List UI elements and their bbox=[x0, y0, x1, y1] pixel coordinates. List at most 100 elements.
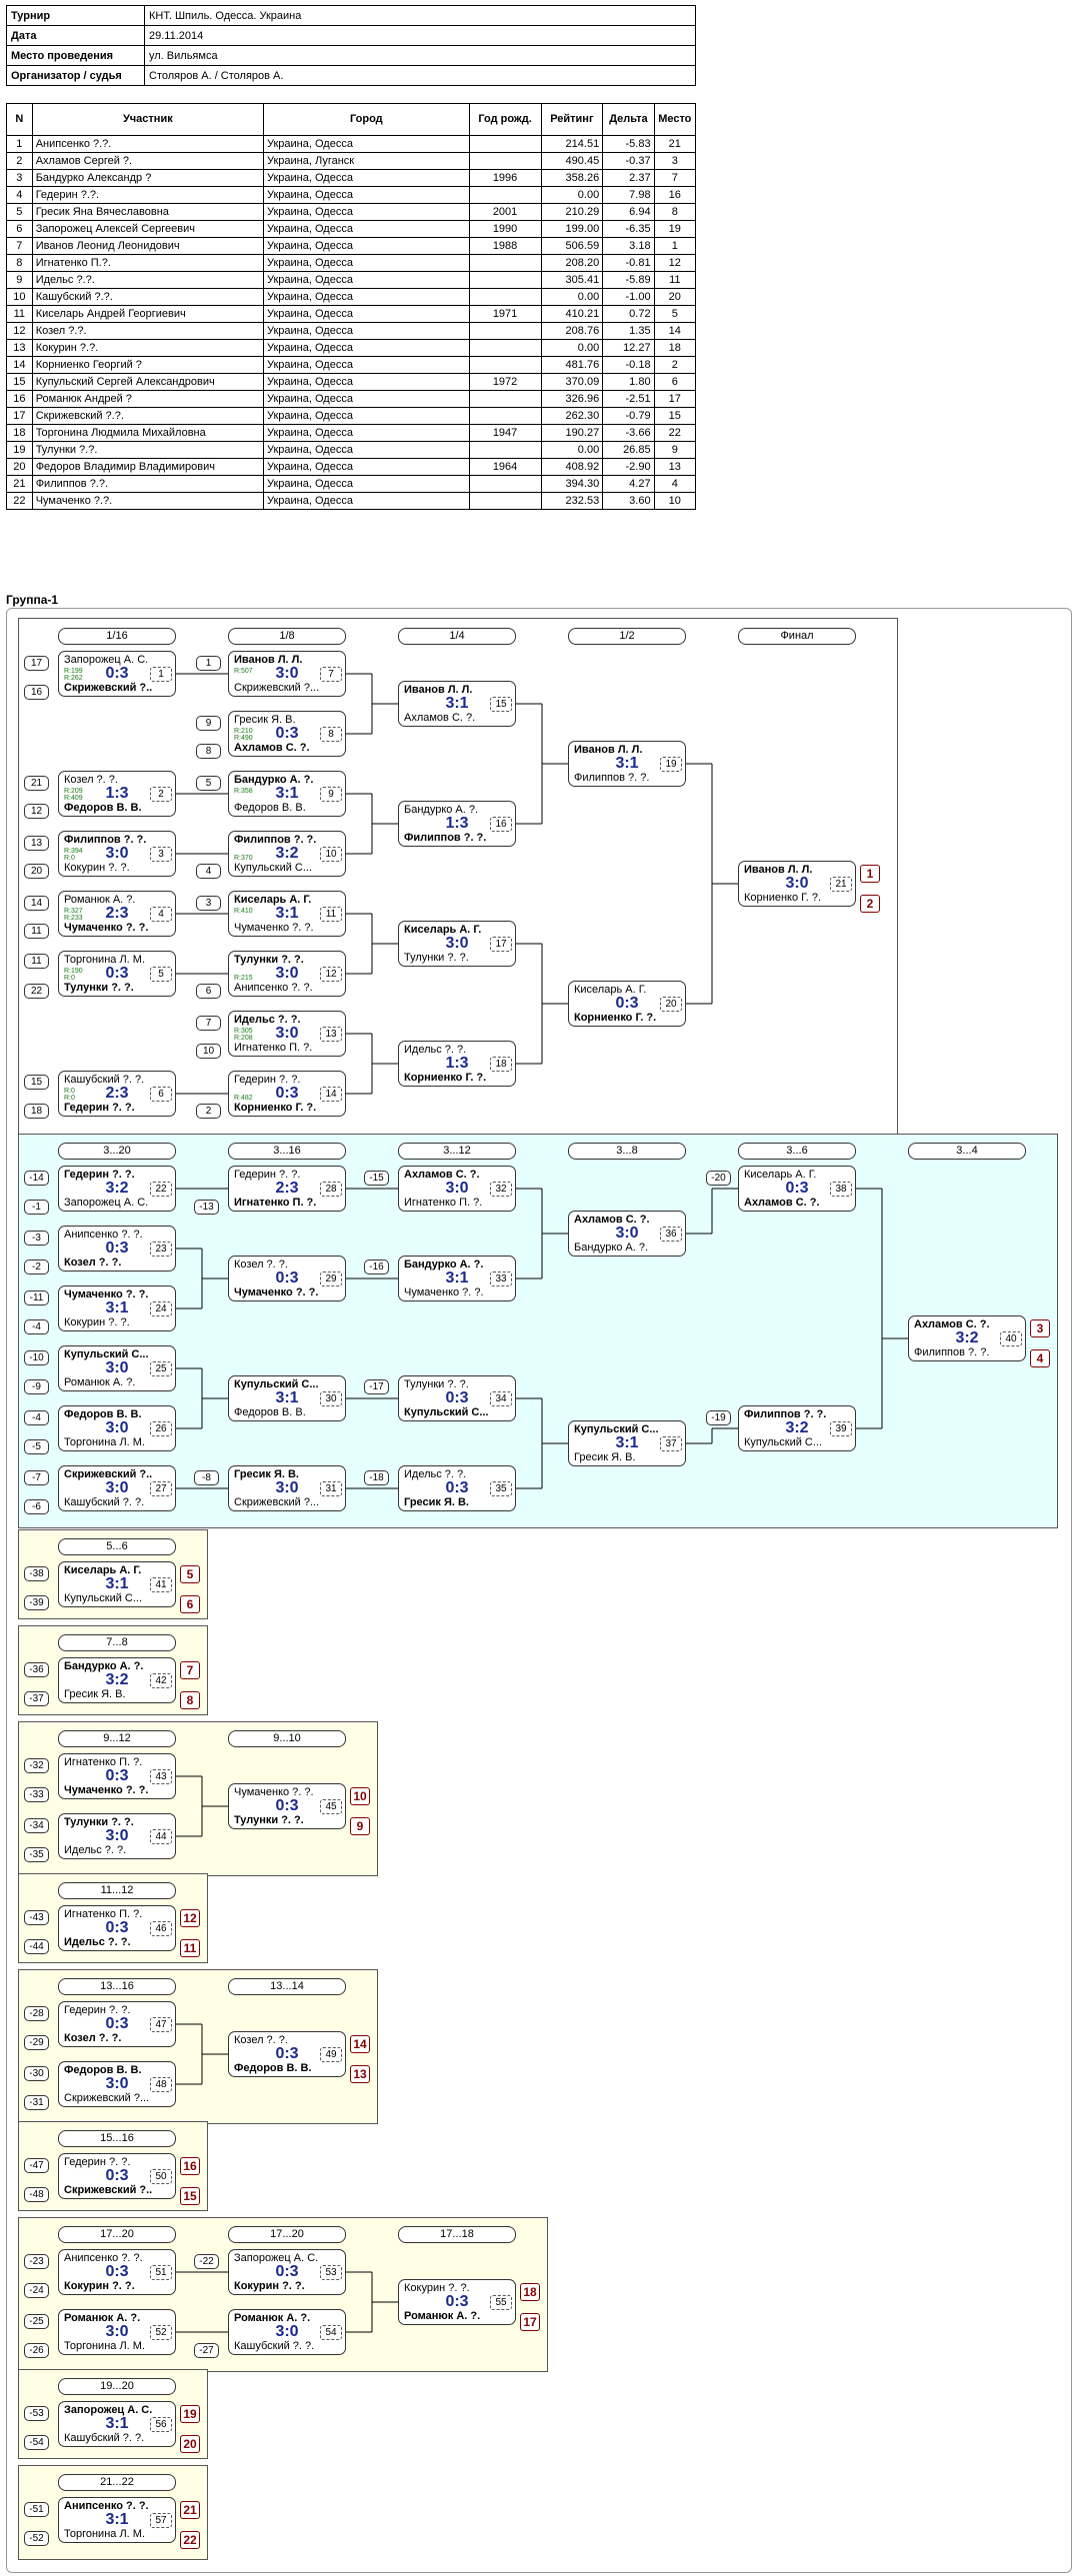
player-2: Гресик Я. В. bbox=[404, 1496, 469, 1508]
rating-1: R:199 bbox=[64, 668, 83, 675]
participant-cell: 6.94 bbox=[602, 203, 655, 221]
participant-cell: Украина, Одесса bbox=[262, 220, 470, 238]
participant-cell: Чумаченко ?.?. bbox=[31, 492, 264, 510]
match-number: 45 bbox=[320, 1799, 342, 1814]
player-1: Тулунки ?. ?. bbox=[404, 1378, 469, 1390]
match-score: 3:0 bbox=[785, 875, 809, 892]
participant-cell: 26.85 bbox=[602, 441, 655, 459]
seed-marker: -32 bbox=[24, 1758, 49, 1773]
rating-2: R:490 bbox=[234, 735, 253, 742]
participant-cell: Украина, Одесса bbox=[262, 237, 470, 255]
match-number: 35 bbox=[490, 1481, 512, 1496]
participant-cell: 17 bbox=[6, 407, 33, 425]
participant-cell: Украина, Одесса bbox=[262, 441, 470, 459]
participant-cell: 7.98 bbox=[602, 186, 655, 204]
player-1: Филиппов ?. ?. bbox=[234, 834, 317, 846]
seed-marker: -44 bbox=[24, 1939, 49, 1954]
player-2: Федоров В. В. bbox=[234, 802, 306, 814]
match-number: 5 bbox=[150, 967, 172, 982]
player-2: Купульский С... bbox=[234, 862, 313, 874]
participant-cell: 4 bbox=[653, 475, 697, 493]
round-header: 1/4 bbox=[398, 628, 516, 645]
participant-cell: Филиппов ?.?. bbox=[31, 475, 264, 493]
player-2: Бандурко А. ?. bbox=[574, 1242, 649, 1254]
player-2: Купульский С... bbox=[64, 1592, 143, 1604]
seed-marker: 8 bbox=[196, 744, 221, 759]
participant-cell: 1.80 bbox=[602, 373, 655, 391]
participant-cell: Скрижевский ?.?. bbox=[31, 407, 264, 425]
participant-cell: 16 bbox=[653, 186, 697, 204]
match-number: 3 bbox=[150, 847, 172, 862]
match-score: 3:0 bbox=[105, 1359, 129, 1376]
match-score: 0:3 bbox=[105, 1240, 129, 1257]
seed-marker: -30 bbox=[24, 2066, 49, 2081]
place-marker: 7 bbox=[180, 1661, 200, 1679]
player-1: Гресик Я. В. bbox=[234, 1468, 299, 1480]
participant-cell bbox=[468, 492, 542, 510]
player-1: Анипсенко ?. ?. bbox=[64, 2252, 143, 2264]
place-marker: 20 bbox=[180, 2435, 200, 2453]
match-score: 3:1 bbox=[445, 695, 469, 712]
info-key: Турнир bbox=[6, 5, 145, 26]
info-value: ул. Вильямса bbox=[144, 45, 696, 66]
match-number: 31 bbox=[320, 1481, 342, 1496]
place-marker: 17 bbox=[520, 2313, 540, 2331]
match-number: 52 bbox=[150, 2325, 172, 2340]
match-number: 13 bbox=[320, 1027, 342, 1042]
rating-2: R:233 bbox=[64, 915, 83, 922]
place-marker: 4 bbox=[1030, 1349, 1050, 1367]
rating-2: R:482 bbox=[234, 1095, 253, 1102]
player-2: Торгонина Л. М. bbox=[64, 2340, 146, 2352]
seed-marker: 15 bbox=[24, 1075, 49, 1090]
participant-cell: Корниенко Георгий ? bbox=[31, 356, 264, 374]
participant-cell: -0.81 bbox=[602, 254, 655, 272]
participant-cell: Украина, Одесса bbox=[262, 322, 470, 340]
participant-cell: Украина, Одесса bbox=[262, 339, 470, 357]
participant-cell: Украина, Луганск bbox=[262, 152, 470, 170]
match-number: 49 bbox=[320, 2047, 342, 2062]
participant-cell: Украина, Одесса bbox=[262, 424, 470, 442]
participant-cell bbox=[468, 322, 542, 340]
place-marker: 16 bbox=[180, 2157, 200, 2175]
player-2: Чумаченко ?. ?. bbox=[234, 922, 314, 934]
match-score: 3:0 bbox=[105, 1419, 129, 1436]
match-score: 3:1 bbox=[275, 905, 299, 922]
match-score: 0:3 bbox=[275, 725, 299, 742]
participant-cell: Киселарь Андрей Георгиевич bbox=[31, 305, 264, 323]
place-marker: 2 bbox=[860, 895, 880, 913]
seed-marker: -52 bbox=[24, 2531, 49, 2546]
place-marker: 8 bbox=[180, 1691, 200, 1709]
player-1: Тулунки ?. ?. bbox=[64, 1816, 134, 1828]
place-marker: 21 bbox=[180, 2501, 200, 2519]
participant-cell: Ахламов Сергей ?. bbox=[31, 152, 264, 170]
participant-cell: -3.66 bbox=[602, 424, 655, 442]
participant-cell: -5.89 bbox=[602, 271, 655, 289]
rating-2: R:0 bbox=[64, 855, 75, 862]
participant-cell: Анипсенко ?.?. bbox=[31, 135, 264, 153]
participant-cell bbox=[468, 441, 542, 459]
participant-cell: 12 bbox=[6, 322, 33, 340]
participant-cell: 6 bbox=[653, 373, 697, 391]
player-2: Запорожец А. С. bbox=[64, 1197, 149, 1209]
participant-cell: 410.21 bbox=[540, 305, 604, 323]
participant-cell: 15 bbox=[653, 407, 697, 425]
match-number: 43 bbox=[150, 1769, 172, 1784]
seed-marker: -33 bbox=[24, 1787, 49, 1802]
participant-cell: 481.76 bbox=[540, 356, 604, 374]
